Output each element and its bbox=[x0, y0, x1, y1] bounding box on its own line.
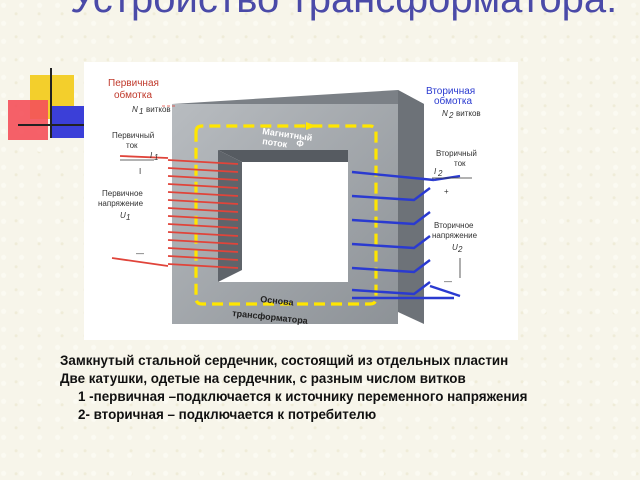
decor-red-square bbox=[8, 100, 48, 140]
primary-plus-mark: I bbox=[139, 167, 141, 176]
flux-arrow-icon bbox=[306, 122, 316, 130]
decor-horizontal-line bbox=[18, 124, 88, 126]
primary-voltage-symbol: U bbox=[120, 211, 126, 220]
body-line-secondary: 2- вторичная – подключается к потребител… bbox=[78, 407, 377, 422]
secondary-minus-mark: — bbox=[444, 277, 452, 286]
core-right-face bbox=[398, 90, 424, 324]
slide-body: Замкнутый стальной сердечник, состоящий … bbox=[60, 354, 630, 422]
core-window-back bbox=[242, 162, 348, 270]
core-window-inner-top bbox=[218, 150, 348, 162]
primary-turns-sub: 1 bbox=[139, 107, 143, 116]
primary-voltage-label-2: напряжение bbox=[98, 199, 144, 208]
primary-current-label-2: ток bbox=[126, 141, 138, 150]
secondary-voltage-label-2: напряжение bbox=[432, 231, 478, 240]
decor-blue-square bbox=[50, 106, 84, 138]
primary-winding-label: Первичная bbox=[108, 78, 159, 89]
secondary-current-sub: 2 bbox=[437, 169, 443, 178]
primary-coil bbox=[111, 155, 239, 269]
body-line-primary: 1 -первичная –подключается к источнику п… bbox=[78, 389, 528, 404]
secondary-winding-label-2: обмотка bbox=[434, 95, 472, 107]
primary-voltage-label: Первичное bbox=[102, 189, 143, 198]
secondary-plus-mark: + bbox=[444, 187, 449, 196]
core-window-inner-left bbox=[218, 150, 242, 282]
secondary-turns-sub: 2 bbox=[448, 111, 454, 120]
body-line-coils: Две катушки, одетые на сердечник, с разн… bbox=[60, 371, 466, 386]
transformer-diagram: Первичная обмотка N 1 витков Первичный т… bbox=[84, 62, 518, 340]
primary-current-label: Первичный bbox=[112, 131, 154, 140]
secondary-turns-symbol: N bbox=[442, 109, 448, 118]
primary-turns-word: витков bbox=[146, 105, 171, 114]
secondary-current-symbol: I bbox=[434, 167, 437, 176]
magnetic-flux-loop bbox=[194, 124, 378, 306]
secondary-turns-word: витков bbox=[456, 109, 481, 118]
primary-turns-symbol: N bbox=[132, 105, 138, 114]
primary-voltage-sub: 1 bbox=[126, 213, 130, 222]
magnetic-flux-symbol: Φ bbox=[296, 138, 305, 149]
decor-vertical-line bbox=[50, 68, 52, 138]
secondary-current-label-2: ток bbox=[454, 159, 466, 168]
secondary-voltage-sub: 2 bbox=[457, 245, 463, 254]
secondary-current-label: Вторичный bbox=[436, 149, 477, 158]
body-line-core: Замкнутый стальной сердечник, состоящий … bbox=[60, 353, 509, 368]
primary-current-symbol: I bbox=[150, 151, 153, 160]
primary-winding-label-2: обмотка bbox=[114, 89, 152, 101]
core-base-label: Основа bbox=[260, 294, 295, 308]
transformer-svg: Первичная обмотка N 1 витков Первичный т… bbox=[98, 78, 481, 326]
core-front bbox=[172, 104, 398, 324]
secondary-winding-label: Вторичная bbox=[426, 86, 475, 97]
secondary-voltage-symbol: U bbox=[452, 243, 458, 252]
magnetic-flux-label-2: поток bbox=[262, 136, 289, 149]
primary-current-sub: 1 bbox=[154, 153, 158, 162]
slide-title: Устройство трансформатора: bbox=[70, 0, 617, 20]
secondary-voltage-label: Вторичное bbox=[434, 221, 474, 230]
primary-minus-mark: — bbox=[136, 249, 144, 258]
